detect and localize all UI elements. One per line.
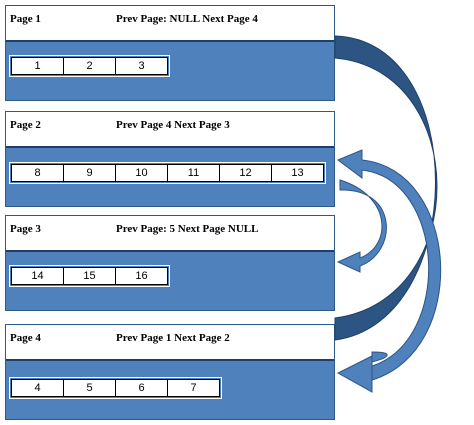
page-name: Page 4 bbox=[10, 332, 41, 344]
record-cell: 15 bbox=[64, 268, 116, 284]
page-4-block: Page 4 Prev Page 1 Next Page 2 4 5 6 7 bbox=[5, 324, 335, 420]
record-row: 14 15 16 bbox=[9, 265, 170, 287]
record-cell: 14 bbox=[12, 268, 64, 284]
record-cell: 4 bbox=[12, 380, 64, 396]
arrow-page1-to-page4 bbox=[334, 35, 438, 341]
page-name: Page 2 bbox=[10, 119, 41, 131]
page-links: Prev Page: NULL Next Page 4 bbox=[116, 13, 258, 25]
record-cell: 13 bbox=[291, 167, 304, 179]
page-body: 4 5 6 7 bbox=[6, 361, 334, 419]
page-links: Prev Page 1 Next Page 2 bbox=[116, 332, 230, 344]
page-header: Page 1 Prev Page: NULL Next Page 4 bbox=[6, 6, 334, 42]
page-3-block: Page 3 Prev Page: 5 Next Page NULL 14 15… bbox=[5, 215, 335, 311]
record-row: 8 9 10 11 12 13 bbox=[9, 162, 326, 184]
page-body: 8 9 10 11 12 13 bbox=[6, 148, 334, 206]
page-header: Page 2 Prev Page 4 Next Page 3 bbox=[6, 112, 334, 148]
record-row: 1 2 3 bbox=[9, 55, 170, 77]
arrow-page4-to-page2 bbox=[337, 149, 442, 381]
page-body: 14 15 16 bbox=[6, 252, 334, 310]
record-cell: 3 bbox=[138, 60, 145, 72]
page-name: Page 3 bbox=[10, 223, 41, 235]
record-cell: 11 bbox=[168, 165, 220, 181]
record-cell: 10 bbox=[116, 165, 168, 181]
page-name: Page 1 bbox=[10, 13, 41, 25]
record-cell: 12 bbox=[220, 165, 272, 181]
page-links: Prev Page: 5 Next Page NULL bbox=[116, 223, 259, 235]
page-2-block: Page 2 Prev Page 4 Next Page 3 8 9 10 11… bbox=[5, 111, 335, 207]
record-cell: 1 bbox=[12, 58, 64, 74]
record-cell: 5 bbox=[64, 380, 116, 396]
record-cell: 8 bbox=[12, 165, 64, 181]
page-header: Page 3 Prev Page: 5 Next Page NULL bbox=[6, 216, 334, 252]
record-cell: 9 bbox=[64, 165, 116, 181]
page-links: Prev Page 4 Next Page 3 bbox=[116, 119, 230, 131]
record-row: 4 5 6 7 bbox=[9, 377, 222, 399]
page-header: Page 4 Prev Page 1 Next Page 2 bbox=[6, 325, 334, 361]
record-cell: 2 bbox=[64, 58, 116, 74]
arrow-head-page4 bbox=[336, 351, 388, 393]
record-cell: 7 bbox=[190, 382, 197, 394]
page-body: 1 2 3 bbox=[6, 42, 334, 100]
page-1-block: Page 1 Prev Page: NULL Next Page 4 1 2 3 bbox=[5, 5, 335, 101]
record-cell: 6 bbox=[116, 380, 168, 396]
record-cell: 16 bbox=[135, 270, 148, 282]
arrow-page2-to-page3 bbox=[336, 179, 387, 273]
